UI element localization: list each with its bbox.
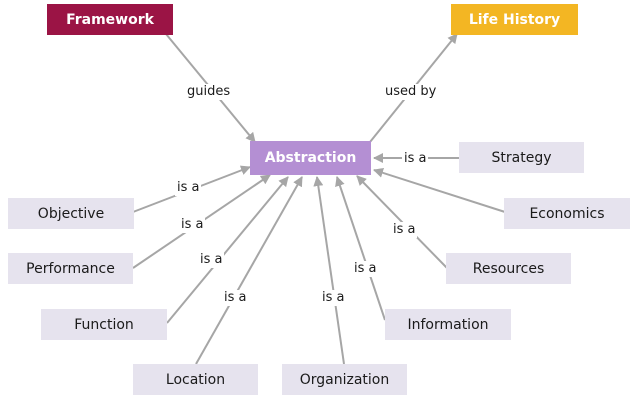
edge-label-guides: guides bbox=[185, 84, 233, 100]
economics-node[interactable]: Economics bbox=[504, 198, 630, 229]
edge-label-is-a-resources: is a bbox=[391, 222, 418, 238]
performance-node[interactable]: Performance bbox=[8, 253, 133, 284]
life-history-node[interactable]: Life History bbox=[451, 4, 578, 35]
edge-label-is-a-function: is a bbox=[198, 252, 225, 268]
edge-label-used-by: used by bbox=[383, 84, 439, 100]
edge-label-is-a-organization: is a bbox=[320, 290, 347, 306]
framework-node[interactable]: Framework bbox=[47, 4, 173, 35]
edge-function bbox=[166, 176, 289, 324]
strategy-node[interactable]: Strategy bbox=[459, 142, 584, 173]
location-node[interactable]: Location bbox=[133, 364, 258, 395]
edge-economics bbox=[373, 167, 506, 213]
information-node[interactable]: Information bbox=[385, 309, 511, 340]
resources-node[interactable]: Resources bbox=[446, 253, 571, 284]
function-node[interactable]: Function bbox=[41, 309, 167, 340]
abstraction-node[interactable]: Abstraction bbox=[250, 141, 371, 175]
edge-label-is-a-information: is a bbox=[352, 261, 379, 277]
organization-node[interactable]: Organization bbox=[282, 364, 407, 395]
edge-label-is-a-performance: is a bbox=[179, 217, 206, 233]
edge-information bbox=[335, 176, 386, 321]
edge-organization bbox=[313, 176, 345, 365]
edge-label-is-a-location: is a bbox=[222, 290, 249, 306]
objective-node[interactable]: Objective bbox=[8, 198, 134, 229]
edge-location bbox=[195, 176, 303, 365]
edge-label-is-a-objective: is a bbox=[175, 180, 202, 196]
edge-label-is-a-strategy: is a bbox=[402, 151, 429, 167]
